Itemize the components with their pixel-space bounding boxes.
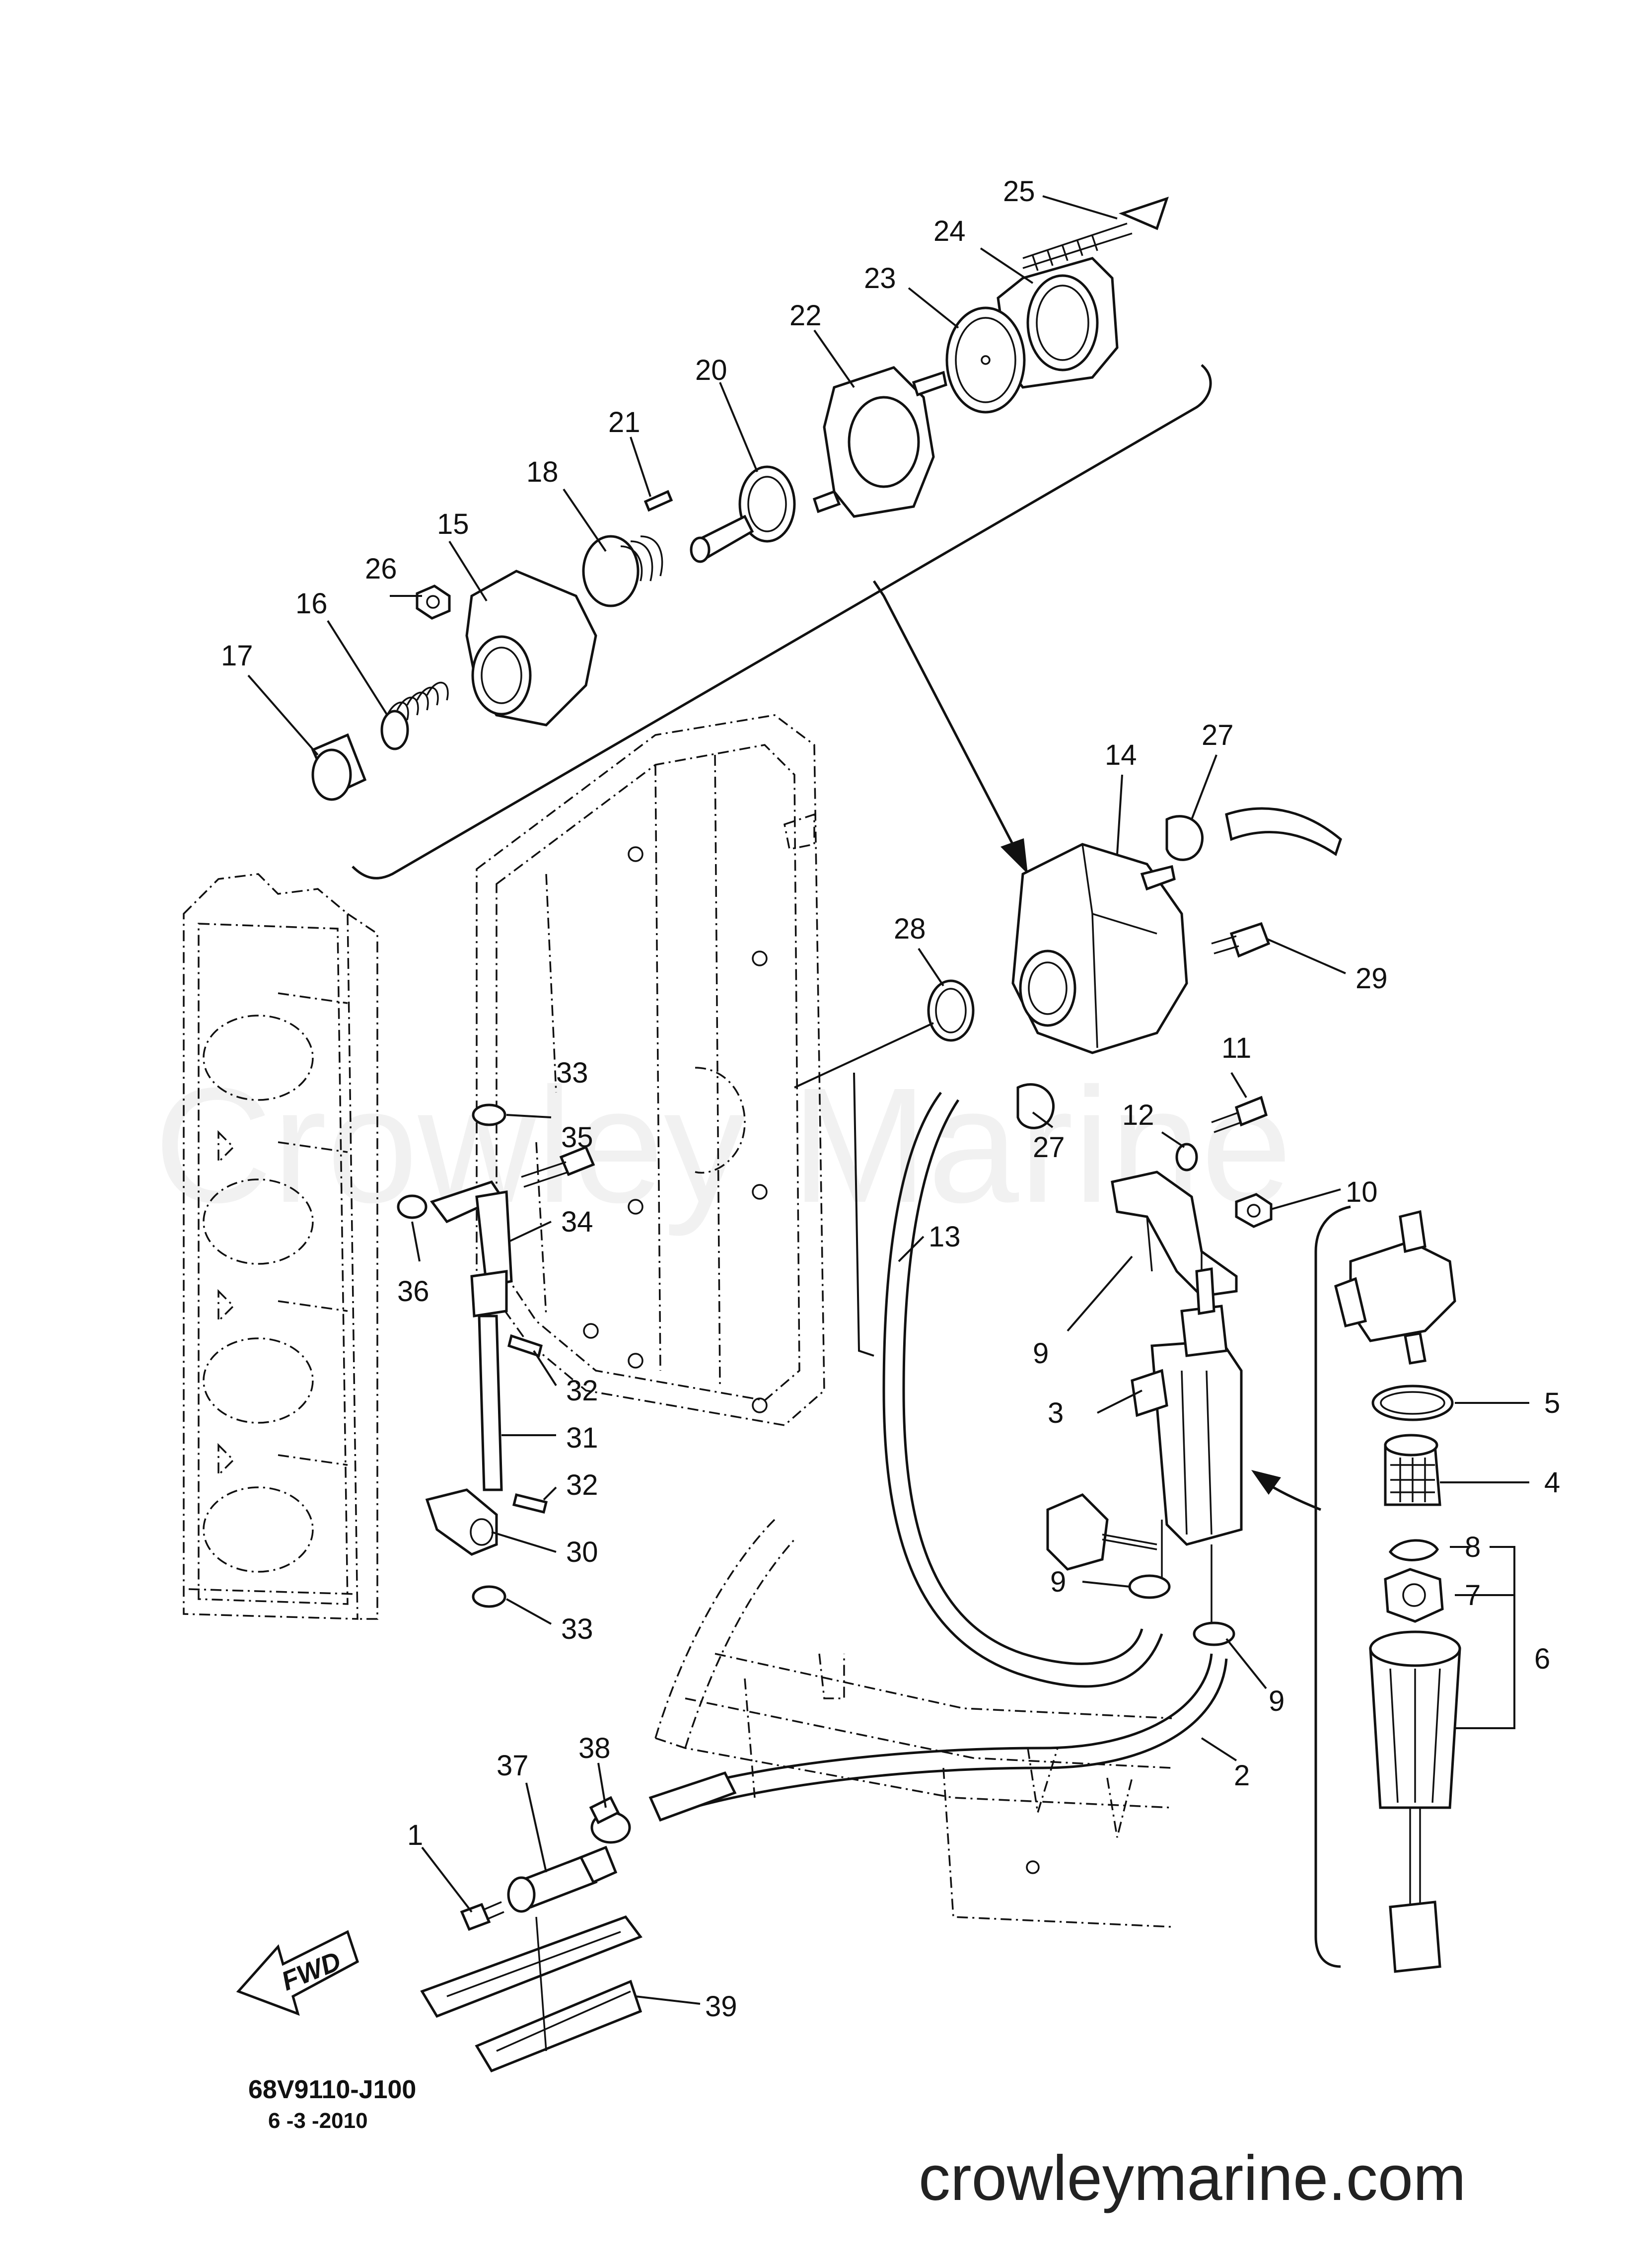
part-label-30: 30	[566, 1536, 598, 1568]
part-label-3: 3	[1048, 1397, 1064, 1429]
fwd-arrow-badge: FWD	[236, 1930, 359, 2016]
part-label-38: 38	[578, 1732, 611, 1764]
part-label-32-bottom: 32	[566, 1469, 598, 1501]
pump-parts	[311, 197, 1169, 801]
part-label-15: 14	[1105, 739, 1137, 771]
part-label-17: 16	[295, 587, 328, 620]
part-label-9-right: 9	[1269, 1685, 1285, 1717]
fuel-hoses	[670, 1022, 1228, 1814]
filter-exploded-parts	[1314, 1205, 1515, 1973]
part-label-7: 7	[1465, 1579, 1481, 1611]
part-label-9-left: 9	[1050, 1566, 1066, 1598]
part-label-19: 18	[526, 456, 559, 488]
part-label-39: 39	[705, 1990, 737, 2023]
cylinder-block-outline	[183, 873, 378, 1620]
watermark-text: Crowley Marine	[154, 1053, 1292, 1238]
callout-leader-lines	[247, 195, 1529, 2005]
part-label-11: 10	[1346, 1176, 1378, 1208]
pump-exploded-bracket	[352, 364, 1212, 879]
part-label-28: 28	[894, 913, 926, 945]
site-url: crowleymarine.com	[919, 2143, 1466, 2214]
filter-bracket	[1111, 1096, 1273, 1298]
part-label-20: 20	[695, 354, 727, 386]
part-label-32-top: 32	[566, 1375, 598, 1407]
part-label-35: 35	[561, 1121, 593, 1154]
part-label-18: 17	[221, 640, 253, 672]
part-number-labels: 25 24 23 22 20 21 18 15 26 16 17 14 27 2…	[221, 175, 1560, 2023]
part-label-27-bottom: 27	[1033, 1131, 1065, 1164]
part-label-33-top: 33	[556, 1057, 588, 1089]
lower-cowling-outline	[654, 1519, 1172, 1928]
part-label-25: 25	[1003, 175, 1035, 208]
part-label-12: 11	[1221, 1032, 1251, 1064]
part-label-6: 6	[1534, 1643, 1550, 1675]
part-label-37: 37	[497, 1750, 529, 1782]
diagram-code: 68V9110-J100	[248, 2075, 416, 2104]
diagram-date: 6 -3 -2010	[268, 2109, 368, 2133]
part-label-5: 5	[1544, 1387, 1560, 1419]
part-label-27-top: 27	[1202, 719, 1234, 751]
part-label-29: 29	[1356, 962, 1388, 995]
part-label-4: 4	[1544, 1466, 1560, 1499]
part-label-1: 1	[407, 1819, 423, 1851]
part-label-22: 22	[789, 299, 822, 332]
left-side-hardware	[397, 1103, 595, 1608]
fuel-filter-assembly	[1046, 1267, 1321, 1646]
part-label-2: 2	[1234, 1759, 1250, 1792]
part-label-33-bottom: 33	[561, 1613, 593, 1645]
part-label-14: 13	[928, 1221, 961, 1253]
part-label-13: 12	[1122, 1099, 1154, 1131]
part-label-16: 15	[437, 508, 469, 540]
part-label-24: 24	[933, 215, 966, 247]
part-label-8: 8	[1465, 1531, 1481, 1563]
part-label-26: 26	[365, 553, 397, 585]
part-label-31: 31	[566, 1422, 598, 1454]
part-label-23: 23	[864, 262, 896, 294]
part-label-34: 34	[561, 1206, 593, 1238]
bottom-connector-parts	[420, 1771, 737, 2073]
part-label-36: 36	[397, 1275, 429, 1308]
part-label-10: 9	[1033, 1337, 1049, 1370]
part-label-21: 21	[608, 406, 641, 439]
fuel-pump-assembly	[927, 807, 1342, 1129]
